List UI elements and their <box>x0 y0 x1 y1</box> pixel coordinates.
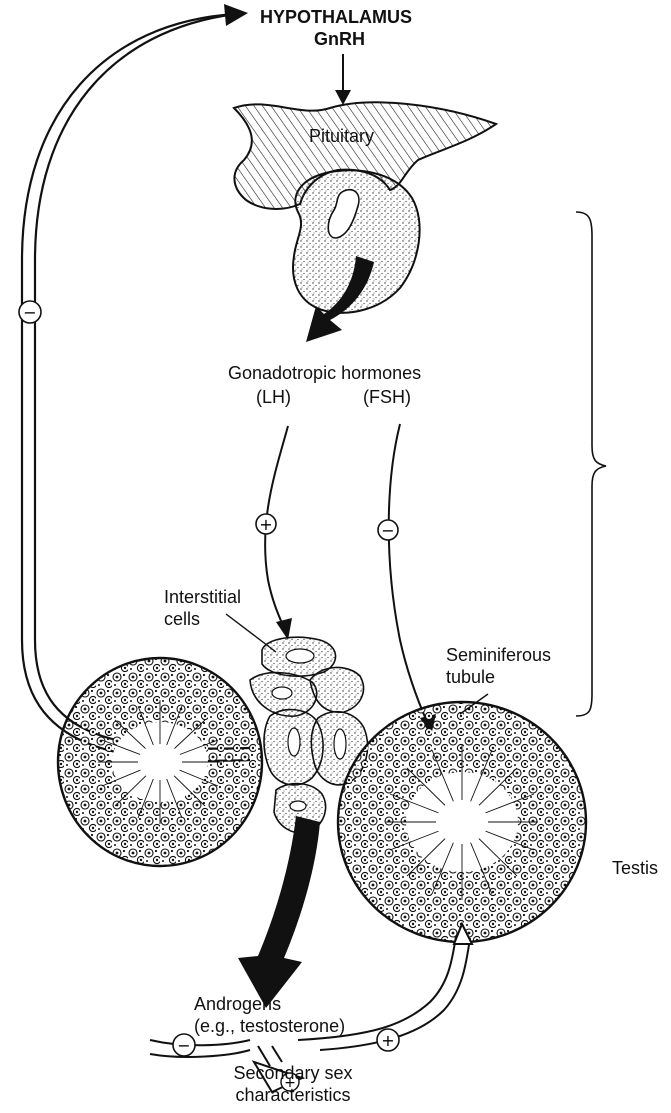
left-tubule-section <box>58 658 262 866</box>
feedback-loop-arrow <box>22 4 250 761</box>
fsh-label: (FSH) <box>363 386 411 408</box>
sign-glyph-androgen-feedback: − <box>177 1036 190 1055</box>
androgens-label-line1: Androgens <box>194 993 281 1015</box>
androgen-release-arrow <box>238 816 320 1008</box>
seminiferous-label-line2: tubule <box>446 666 495 688</box>
lh-label: (LH) <box>256 386 291 408</box>
pituitary-label: Pituitary <box>309 125 374 147</box>
interstitial-leader-line <box>226 614 276 652</box>
secondary-label-line1: Secondary sex <box>218 1062 368 1084</box>
gonadotropic-label: Gonadotropic hormones <box>228 362 421 384</box>
sign-glyph-androgen-to-tubule: + <box>381 1031 394 1050</box>
gnrh-arrow <box>335 54 351 105</box>
testis-brace <box>576 212 606 716</box>
androgen-inhibitory-sign: − <box>173 1034 195 1056</box>
lh-stimulatory-sign: + <box>256 514 276 534</box>
sign-glyph-lh-pathway: + <box>259 515 272 534</box>
interstitial-label-line2: cells <box>164 608 200 630</box>
sign-glyph-feedback-to-hypothalamus: − <box>23 303 36 322</box>
hypothalamus-label: HYPOTHALAMUS <box>260 6 412 28</box>
fsh-sign: − <box>378 520 398 540</box>
fsh-pathway-arrow <box>389 424 436 736</box>
sign-glyph-fsh-pathway: − <box>381 521 394 540</box>
gnrh-label: GnRH <box>314 28 365 50</box>
seminiferous-label-line1: Seminiferous <box>446 644 551 666</box>
interstitial-label-line1: Interstitial <box>164 586 241 608</box>
testis-label: Testis <box>612 857 658 879</box>
androgen-to-tubule-sign: + <box>377 1029 399 1051</box>
androgens-label-line2: (e.g., testosterone) <box>194 1015 345 1037</box>
feedback-sign-left: − <box>19 301 41 323</box>
secondary-label-line2: characteristics <box>218 1084 368 1106</box>
right-tubule-section <box>338 702 586 942</box>
